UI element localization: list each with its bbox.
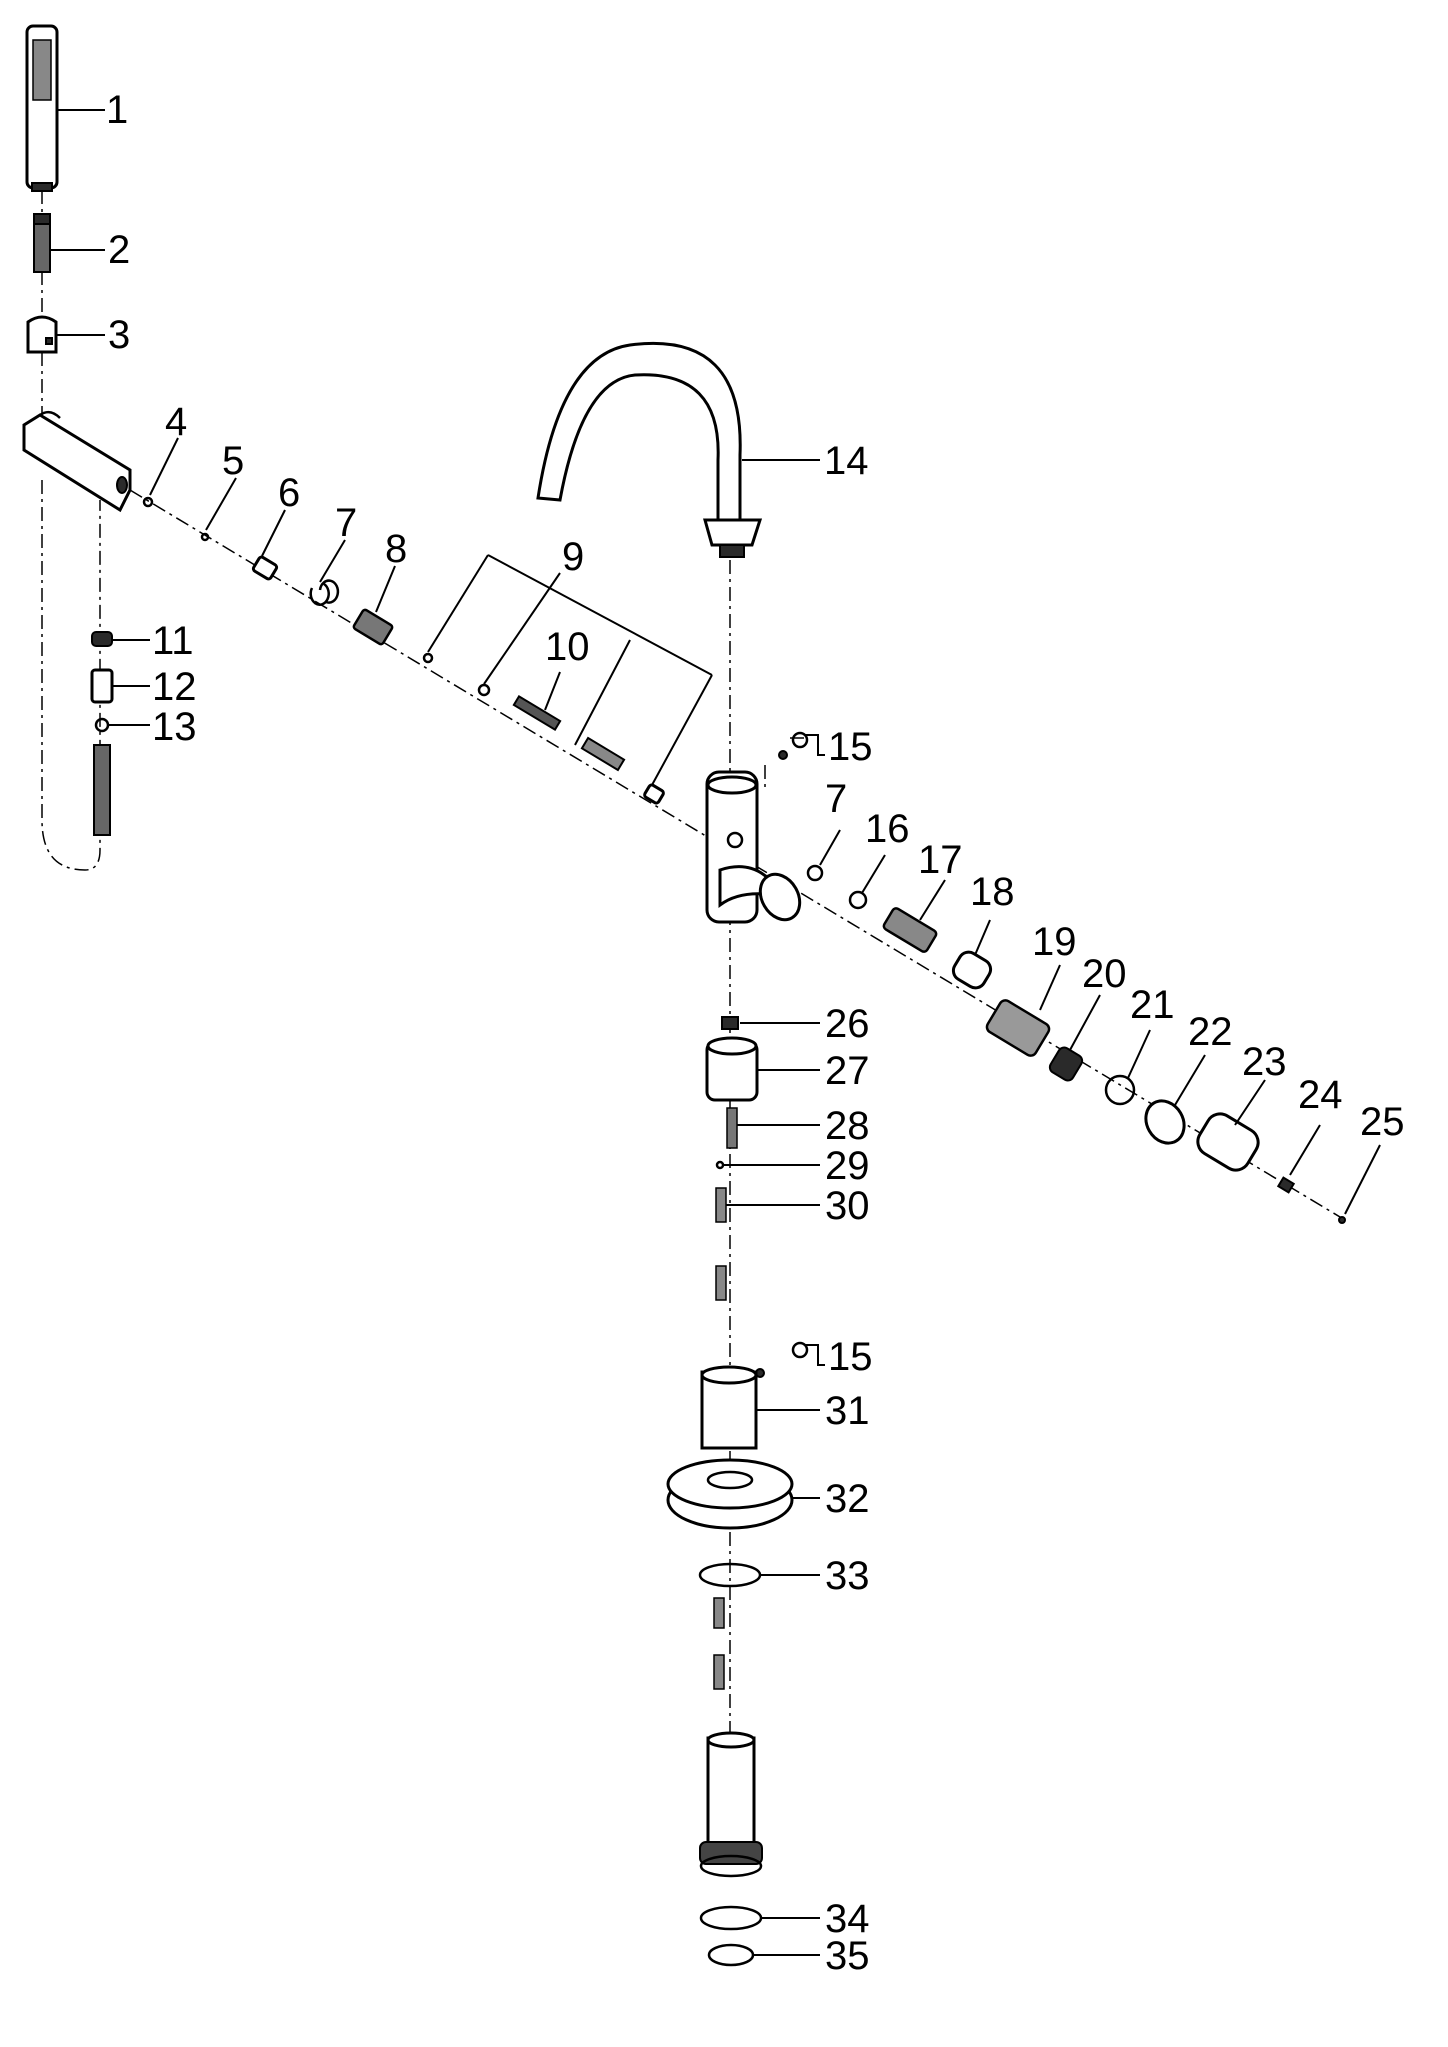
callout-24: 24 — [1298, 1073, 1343, 1117]
bottom-connectors — [713, 1597, 725, 1690]
o-ring-34 — [699, 1905, 763, 1931]
callout-26: 26 — [825, 1002, 870, 1046]
right-diagonal-parts — [806, 864, 1346, 1224]
callout-8: 8 — [385, 527, 407, 571]
callout-9: 9 — [562, 535, 584, 579]
callout-23: 23 — [1242, 1040, 1287, 1084]
grub-screw-lower — [755, 1341, 809, 1378]
callout-32: 32 — [825, 1477, 870, 1521]
callout-10: 10 — [545, 625, 590, 669]
holder-clip — [26, 315, 58, 354]
callout-33: 33 — [825, 1554, 870, 1598]
grub-screw-top — [778, 731, 809, 760]
leader-lines — [50, 109, 1381, 1956]
callout-31: 31 — [825, 1389, 870, 1433]
mixer-body — [705, 770, 802, 924]
callout-35: 35 — [825, 1934, 870, 1978]
callout-21: 21 — [1130, 983, 1175, 1027]
callout-25: 25 — [1360, 1100, 1405, 1144]
o-ring-35 — [707, 1943, 755, 1967]
spout — [536, 341, 763, 558]
hand-shower — [25, 24, 59, 192]
assembly-axes — [41, 190, 1346, 1760]
hose-parts — [90, 631, 114, 836]
callout-20: 20 — [1082, 952, 1127, 996]
callout-16: 16 — [865, 807, 910, 851]
callout-6: 6 — [278, 471, 300, 515]
callout-2: 2 — [108, 228, 130, 272]
callout-15-lower: 15 — [828, 1335, 873, 1379]
callout-15-top: 15 — [828, 725, 873, 769]
callout-3: 3 — [108, 313, 130, 357]
callout-7-left: 7 — [335, 501, 357, 545]
callout-17: 17 — [918, 838, 963, 882]
callout-5: 5 — [222, 439, 244, 483]
sleeve — [700, 1365, 758, 1450]
callout-30: 30 — [825, 1184, 870, 1228]
callout-7-right: 7 — [825, 777, 847, 821]
lower-stack — [705, 1016, 759, 1301]
callout-labels: 1 2 3 4 5 6 7 8 9 10 11 12 13 14 15 7 16… — [106, 88, 1405, 1978]
diagonal-parts — [142, 496, 665, 805]
callout-34: 34 — [825, 1897, 870, 1941]
callout-22: 22 — [1188, 1010, 1233, 1054]
callout-27: 27 — [825, 1049, 870, 1093]
callout-19: 19 — [1032, 920, 1077, 964]
callout-14: 14 — [824, 439, 869, 483]
callout-18: 18 — [970, 870, 1015, 914]
callout-4: 4 — [165, 400, 187, 444]
threaded-shank — [699, 1731, 763, 1878]
callout-11: 11 — [152, 619, 194, 663]
escutcheon — [666, 1458, 794, 1530]
callout-12: 12 — [152, 665, 197, 709]
callout-29: 29 — [825, 1144, 870, 1188]
callout-1: 1 — [106, 88, 128, 132]
callout-28: 28 — [825, 1104, 870, 1148]
callout-13: 13 — [152, 705, 197, 749]
hose-connector — [33, 213, 51, 273]
wall-bracket — [22, 410, 132, 513]
